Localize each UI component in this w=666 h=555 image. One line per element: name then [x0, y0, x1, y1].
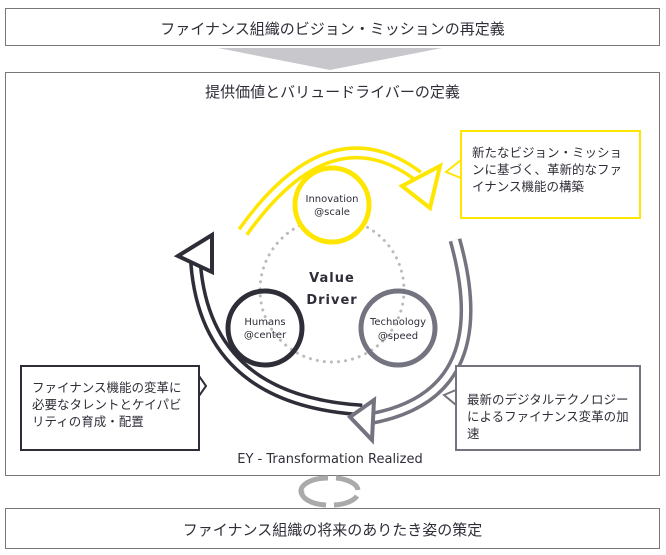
humans-line2: @center [243, 330, 287, 341]
technology-line1: Technology [369, 317, 426, 328]
innovation-circle [292, 165, 372, 245]
callout-innovation: 新たなビジョン・ミッションに基づく、革新的なファイナンス機能の構築 [460, 130, 641, 219]
humans-label: Humans @center [225, 316, 305, 342]
humans-arc-arrow [173, 231, 363, 417]
value-driver-label: Value Driver [282, 268, 382, 312]
callout-pointer-dark [198, 372, 208, 400]
technology-line2: @speed [377, 331, 419, 342]
callout-pointer-yellow [444, 157, 462, 180]
callout-humans: ファイナンス機能の変革に必要なタレントとケイパビリティの育成・配置 [20, 365, 200, 451]
innovation-arc-arrow [237, 146, 443, 236]
humans-line1: Humans [244, 317, 286, 328]
technology-circle [358, 288, 438, 368]
top-box: ファイナンス組織のビジョン・ミッションの再定義 [5, 8, 660, 46]
technology-label: Technology @speed [358, 316, 438, 344]
top-box-label: ファイナンス組織のビジョン・ミッションの再定義 [160, 20, 505, 38]
innovation-line2: @scale [314, 207, 350, 218]
callout-technology: 最新のデジタルテクノロジーによるファイナンス変革の加速 [455, 365, 641, 451]
innovation-line1: Innovation [305, 194, 359, 205]
innovation-label: Innovation @scale [292, 193, 372, 219]
value-driver-line2: Driver [306, 293, 358, 308]
value-driver-line1: Value [309, 271, 355, 286]
bottom-box: ファイナンス組織の将来のありたき姿の策定 [5, 508, 660, 549]
tagline: EY - Transformation Realized [237, 452, 423, 467]
down-chevron [218, 48, 442, 70]
humans-circle [225, 288, 305, 368]
bottom-box-label: ファイナンス組織の将来のありたき姿の策定 [182, 521, 483, 539]
technology-arc-arrow [346, 238, 473, 445]
cycle-icon [298, 475, 361, 508]
main-box-title: 提供価値とバリュードライバーの定義 [205, 83, 460, 101]
